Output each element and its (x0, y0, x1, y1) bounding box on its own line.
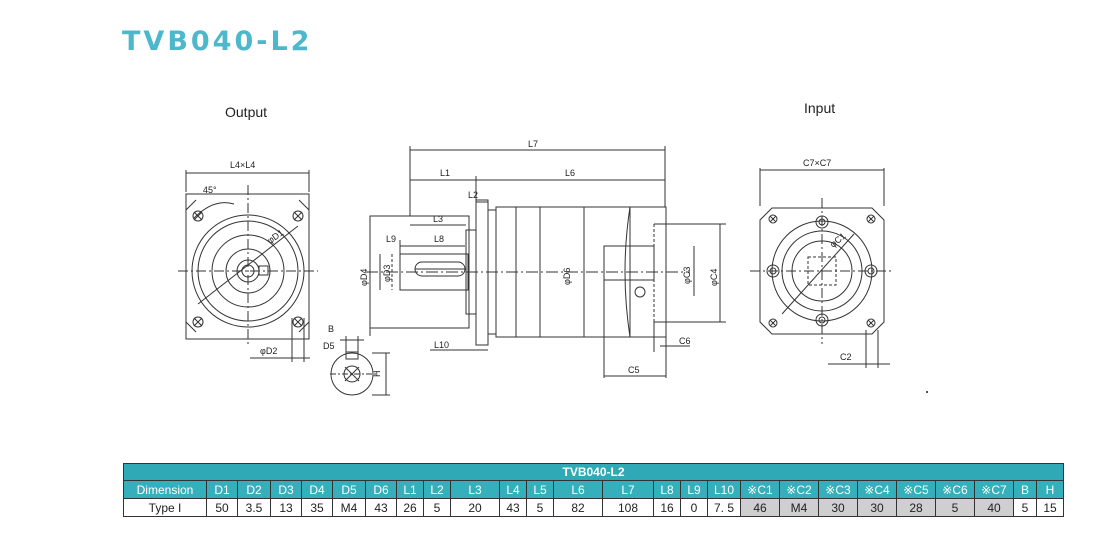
label-l4xl4: L4×L4 (230, 160, 255, 170)
table-header-20: ※C4 (857, 480, 897, 499)
label-45deg: 45° (203, 185, 217, 195)
table-cell-22: 5 (935, 498, 975, 517)
table-header-18: ※C2 (779, 480, 819, 499)
table-cell-16: 7. 5 (707, 498, 741, 517)
input-corner-holes (768, 214, 876, 328)
label-l1: L1 (440, 168, 450, 178)
table-cell-18: M4 (779, 498, 819, 517)
table-cell-8: 5 (423, 498, 451, 517)
output-view: L4×L4 45° φD1 φD2 (178, 160, 318, 362)
table-cell-23: 40 (974, 498, 1014, 517)
table-header-7: L1 (396, 480, 424, 499)
stray-dot (926, 391, 928, 393)
table-cell-20: 30 (857, 498, 897, 517)
output-bolt-holes (192, 210, 304, 328)
table-header-3: D3 (270, 480, 302, 499)
label-c6: C6 (679, 336, 691, 346)
input-c1-leader (781, 233, 855, 315)
table-header-12: L6 (553, 480, 603, 499)
label-l3: L3 (433, 214, 443, 224)
output-d1-leader (197, 225, 299, 305)
table-header-15: L9 (680, 480, 708, 499)
table-cell-6: 43 (365, 498, 397, 517)
label-l2: L2 (468, 190, 478, 200)
table-header-22: ※C6 (935, 480, 975, 499)
table-header-10: L4 (499, 480, 527, 499)
label-l8: L8 (434, 234, 444, 244)
table-header-2: D2 (237, 480, 271, 499)
table-cell-15: 0 (680, 498, 708, 517)
input-view-label: Input (804, 100, 836, 116)
table-header-4: D4 (301, 480, 333, 499)
table-cell-2: 3.5 (237, 498, 271, 517)
label-c1: φC1 (828, 231, 848, 250)
table-cell-4: 35 (301, 498, 333, 517)
table-header-6: D6 (365, 480, 397, 499)
label-c2: C2 (840, 352, 852, 362)
table-header-0: Dimension (123, 480, 207, 499)
label-l9: L9 (386, 234, 396, 244)
output-view-label: Output (225, 104, 268, 120)
table-header-8: L2 (423, 480, 451, 499)
table-cell-13: 108 (602, 498, 654, 517)
table-header-24: B (1013, 480, 1037, 499)
table-cell-12: 82 (553, 498, 603, 517)
table-header-14: L8 (653, 480, 681, 499)
table-cell-17: 46 (740, 498, 780, 517)
input-view: C7×C7 φC1 C2 (750, 158, 894, 368)
table-header-23: ※C7 (974, 480, 1014, 499)
label-h: H (372, 371, 382, 378)
input-flange-outline (759, 207, 885, 335)
table-cell-7: 26 (396, 498, 424, 517)
label-d6: φD6 (562, 268, 572, 285)
table-header-25: H (1036, 480, 1064, 499)
label-l7: L7 (528, 139, 538, 149)
label-c7xc7: C7×C7 (803, 158, 831, 168)
table-cell-10: 43 (499, 498, 527, 517)
table-header-19: ※C3 (818, 480, 858, 499)
label-c5: C5 (628, 365, 640, 375)
label-d5: D5 (323, 341, 335, 351)
table-cell-5: M4 (332, 498, 366, 517)
table-header-17: ※C1 (740, 480, 780, 499)
table-header-9: L3 (450, 480, 500, 499)
label-d2: φD2 (260, 346, 277, 356)
table-cell-21: 28 (896, 498, 936, 517)
label-d4: φD4 (359, 269, 369, 286)
table-header-16: L10 (707, 480, 741, 499)
table-header-11: L5 (526, 480, 554, 499)
label-b: B (328, 324, 334, 334)
table-header-13: L7 (602, 480, 654, 499)
table-cell-0: Type I (123, 498, 207, 517)
label-d1: φD1 (265, 227, 285, 245)
page-title: TVB040-L2 (122, 26, 313, 57)
label-l6: L6 (565, 168, 575, 178)
table-cell-9: 20 (450, 498, 500, 517)
table-cell-14: 16 (653, 498, 681, 517)
table-cell-24: 5 (1013, 498, 1037, 517)
label-l10: L10 (434, 340, 449, 350)
table-cell-11: 5 (526, 498, 554, 517)
label-d3: φD3 (382, 265, 392, 282)
table-cell-3: 13 (270, 498, 302, 517)
table-cell-25: 15 (1036, 498, 1064, 517)
table-header-1: D1 (206, 480, 238, 499)
table-header-21: ※C5 (896, 480, 936, 499)
label-c3: φC3 (682, 267, 692, 284)
key-section: B D5 H (323, 324, 390, 396)
table-cell-19: 30 (818, 498, 858, 517)
spec-table-title: TVB040-L2 (123, 463, 1064, 481)
label-c4: φC4 (709, 269, 719, 286)
side-view: L7 L1 L6 L2 L3 L9 L8 φD4 φD3 φD6 φC3 φC4… (359, 139, 726, 378)
table-header-5: D5 (332, 480, 366, 499)
table-cell-1: 50 (206, 498, 238, 517)
